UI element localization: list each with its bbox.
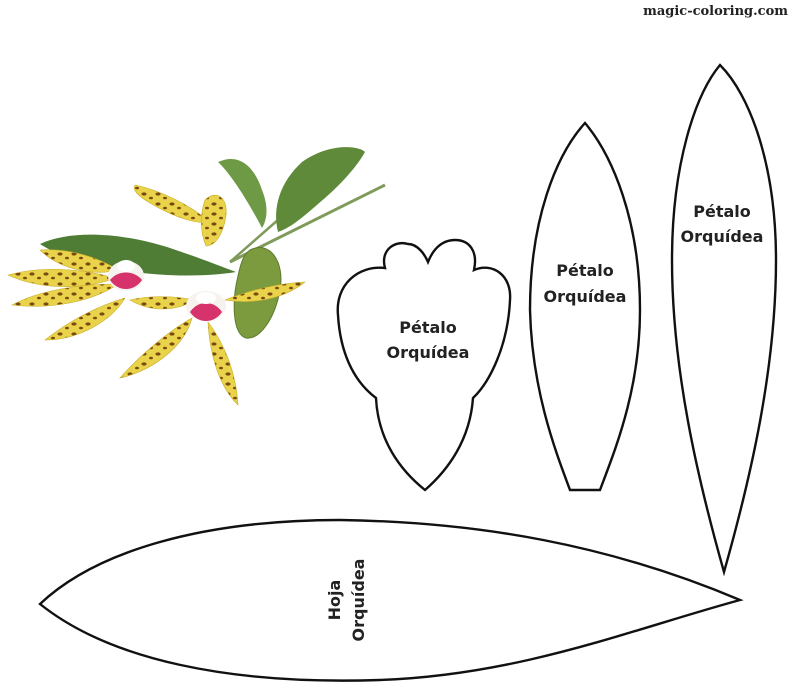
leaf-label-group: Hoja Orquídea [325,559,368,642]
site-watermark: magic-coloring.com [643,4,788,19]
leaf-label-1: Hoja [325,580,344,621]
petal-wide-label-1: Pétalo [399,318,457,337]
leaf-outline [38,518,744,682]
petal-tall-label-1: Pétalo [693,202,751,221]
petal-wide-outline [336,238,512,492]
petal-medium-label-1: Pétalo [556,261,614,280]
petal-wide-label-2: Orquídea [387,343,470,362]
orchid-photo-icon [7,147,386,406]
leaf-label-2: Orquídea [349,559,368,642]
petal-medium-outline [528,121,642,492]
petal-medium-label-2: Orquídea [544,287,627,306]
petal-tall-label-2: Orquídea [681,227,764,246]
petal-tall-outline [670,63,778,577]
